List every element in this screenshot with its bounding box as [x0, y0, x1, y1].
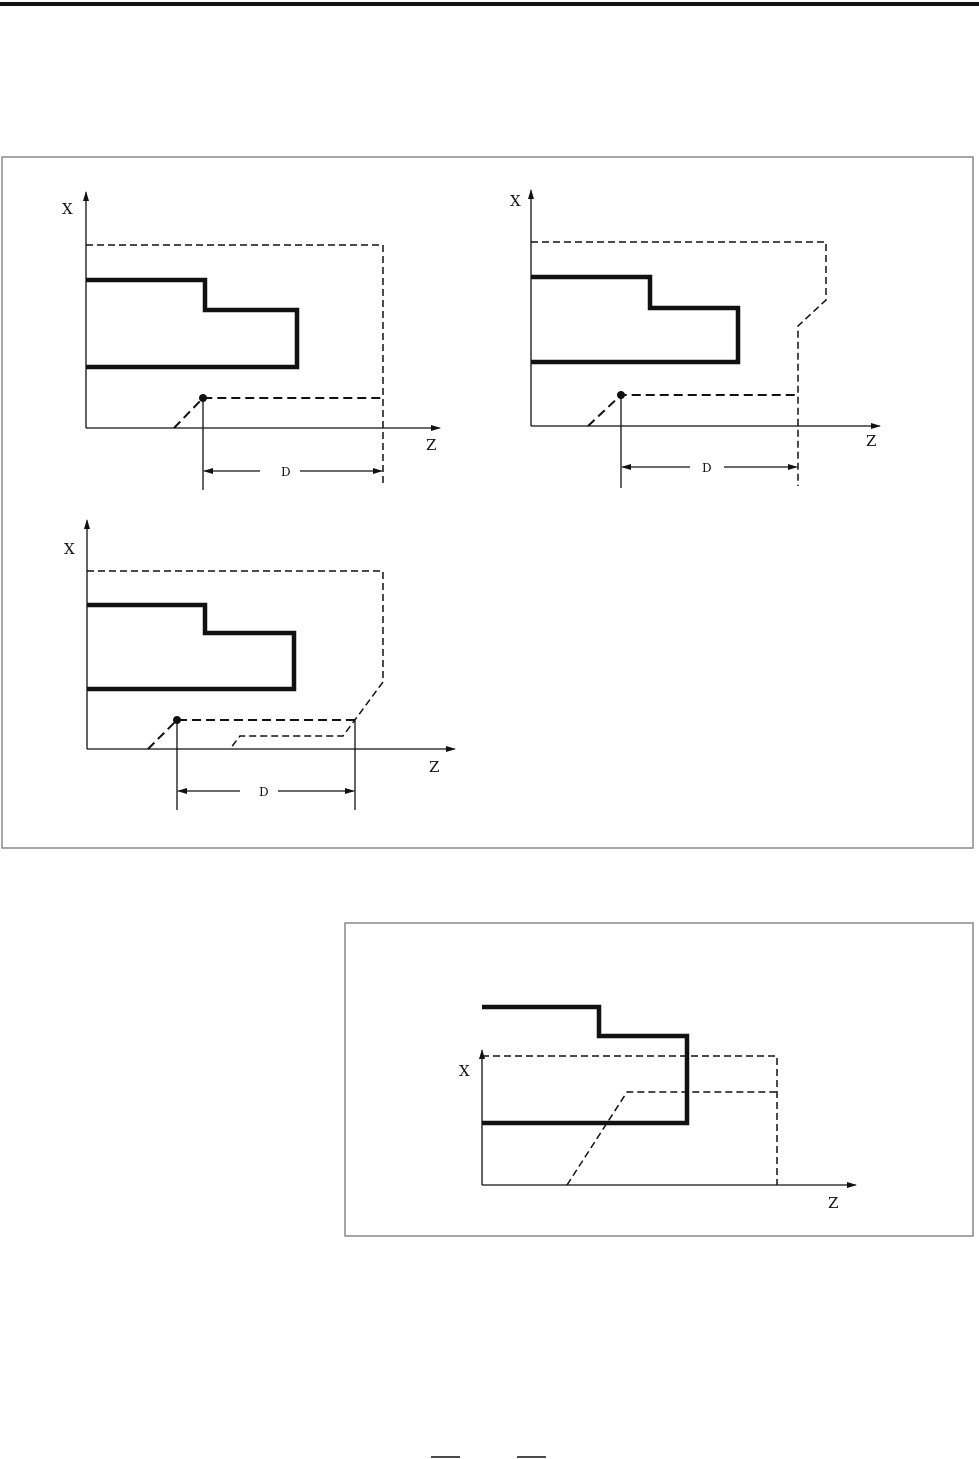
x-axis-label: X — [62, 200, 73, 218]
workpiece-profile — [87, 602, 297, 692]
dimension-label: D — [281, 465, 291, 479]
tool-path — [147, 719, 355, 750]
workpiece-profile — [531, 274, 741, 365]
top-figure-frame — [1, 156, 974, 849]
diagram-a: X Z D — [62, 191, 441, 490]
dimension-label: D — [259, 785, 269, 799]
tool-path — [587, 394, 798, 427]
tool-path — [173, 397, 383, 429]
x-axis-label: X — [64, 540, 75, 558]
z-axis-label: Z — [866, 432, 876, 450]
workpiece-profile — [482, 1004, 690, 1126]
dimension-label: D — [702, 461, 712, 475]
diagram-c: X Z D — [64, 519, 456, 810]
tool-path — [566, 1091, 777, 1186]
stock-outline — [86, 244, 384, 485]
z-axis-label: Z — [828, 1194, 838, 1212]
x-axis-label: X — [510, 192, 521, 210]
workpiece-profile — [86, 277, 300, 370]
z-axis-label: Z — [426, 436, 436, 454]
stock-outline — [482, 1055, 778, 1185]
header-rule — [0, 2, 979, 6]
stock-outline — [531, 241, 827, 486]
stock-outline — [87, 570, 384, 750]
x-axis-label: X — [459, 1062, 470, 1080]
z-axis-label: Z — [429, 758, 439, 776]
diagram-b: X Z D — [510, 189, 881, 488]
diagram-d: X Z — [459, 1004, 857, 1212]
bottom-figure-frame — [344, 922, 974, 1237]
